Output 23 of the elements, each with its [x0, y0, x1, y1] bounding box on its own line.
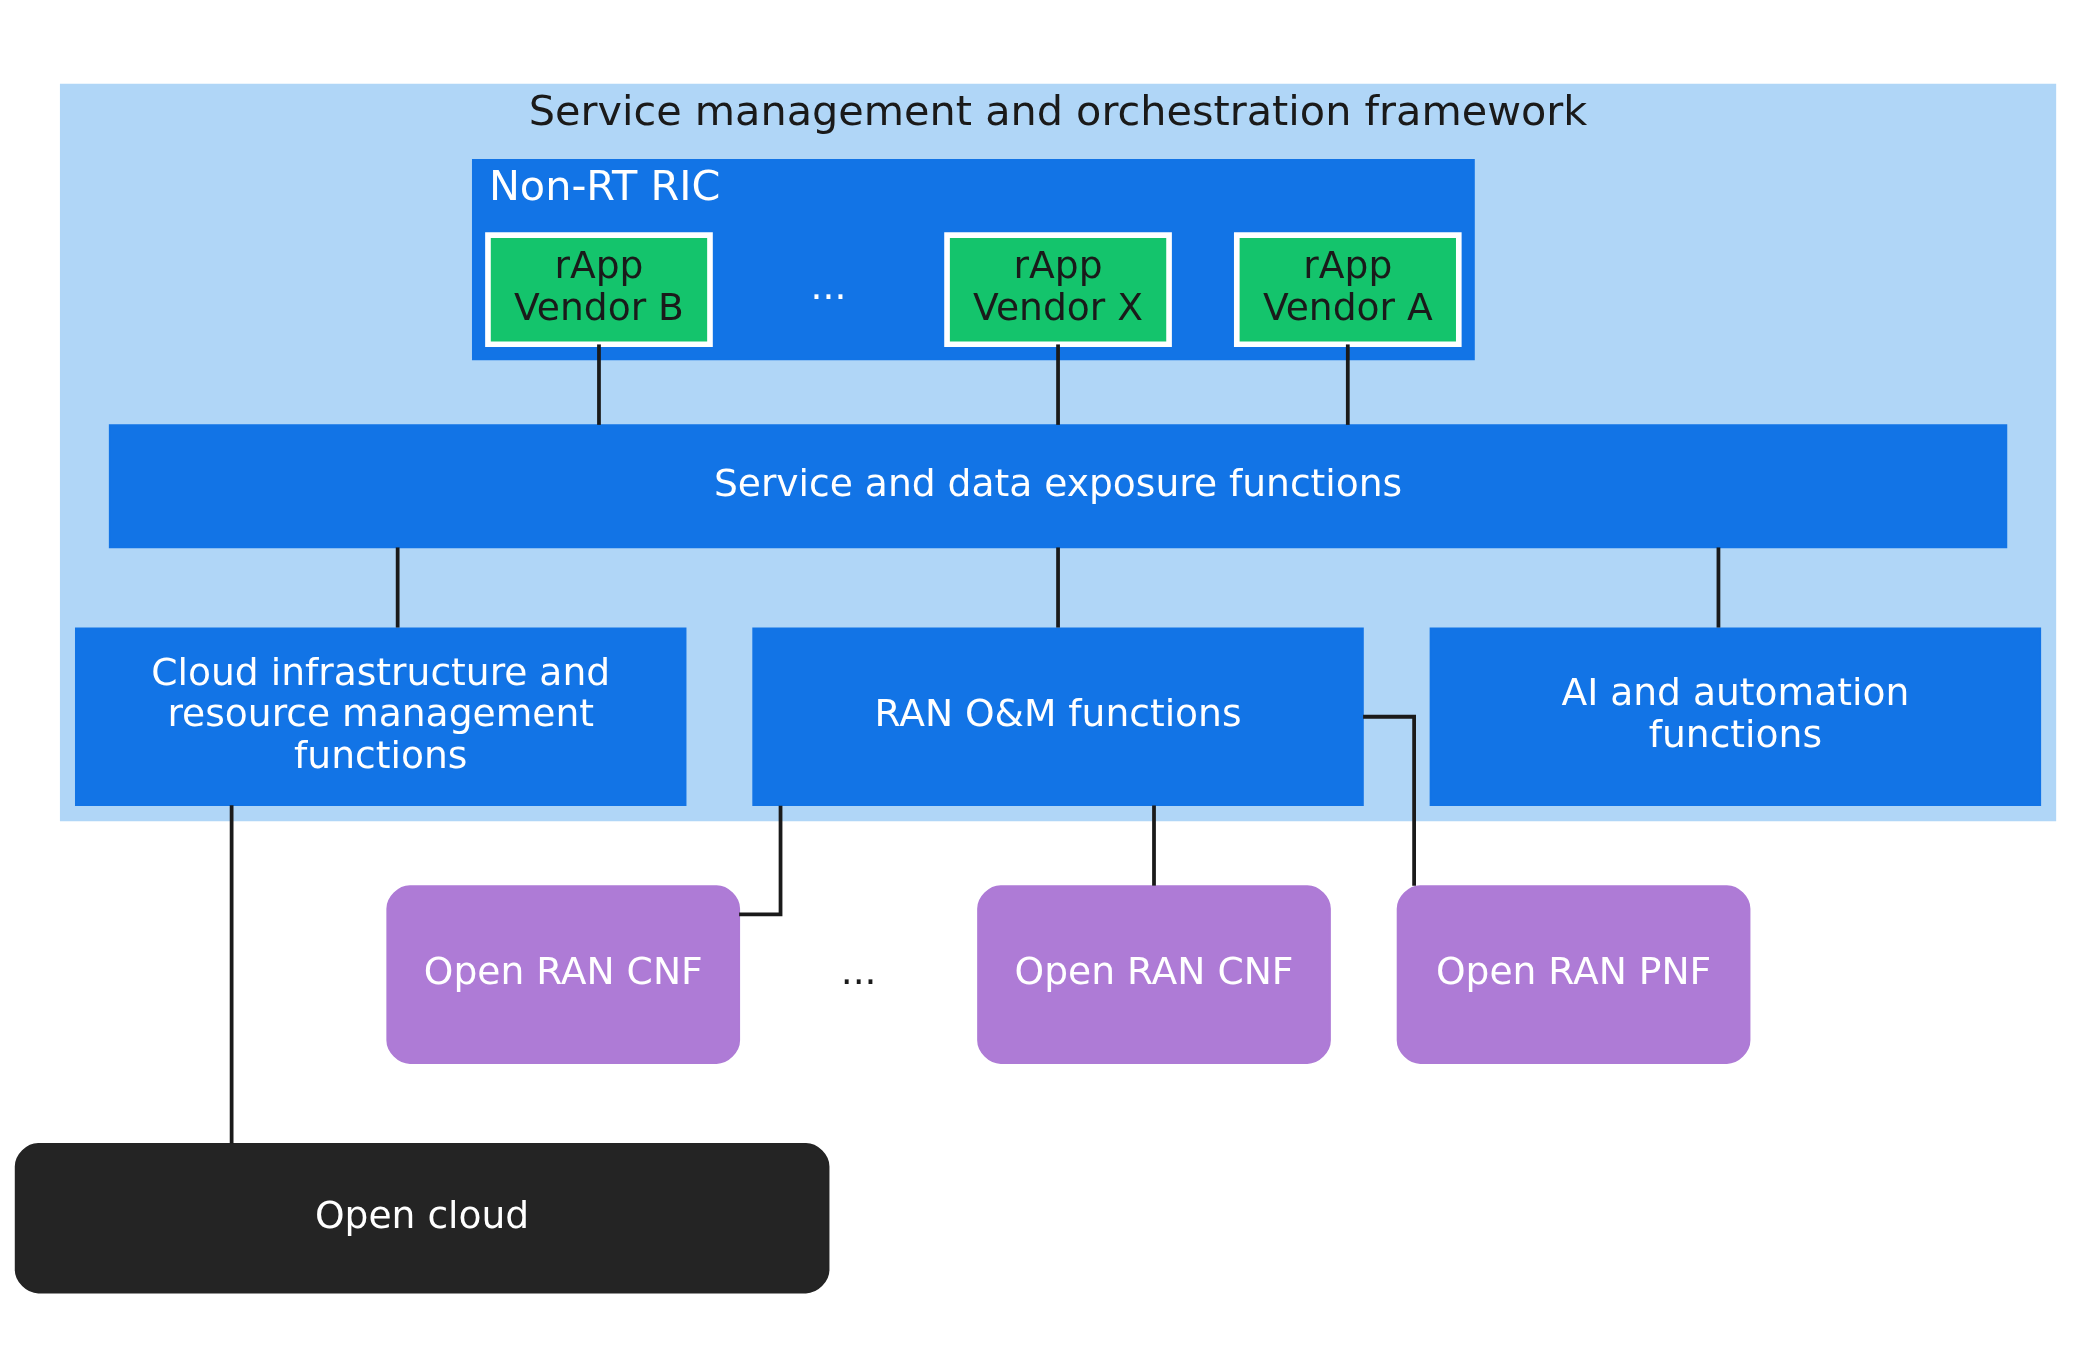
- node-box: Open RAN CNF: [386, 885, 741, 1064]
- connector: [1056, 344, 1060, 425]
- node-box: Cloud infrastructure and resource management functions: [75, 627, 687, 807]
- node-box: RAN O&M functions: [752, 627, 1364, 807]
- connector: [1363, 714, 1416, 886]
- label: ...: [810, 264, 847, 309]
- node-box: rApp Vendor A: [1233, 232, 1462, 348]
- node-box: Service and data exposure functions: [108, 424, 2008, 549]
- connector: [1152, 805, 1156, 886]
- node-box: rApp Vendor B: [485, 232, 713, 348]
- connector: [739, 805, 783, 917]
- node-box: Open cloud: [14, 1142, 830, 1294]
- connector: [1056, 547, 1060, 628]
- label: ...: [840, 948, 877, 993]
- connector: [229, 805, 234, 1144]
- connector: [597, 344, 601, 425]
- node-box: AI and automation functions: [1429, 627, 2042, 807]
- node-box: Open RAN CNF: [977, 885, 1331, 1064]
- connector: [395, 547, 400, 628]
- node-box: Open RAN PNF: [1396, 885, 1751, 1064]
- connector: [1716, 547, 1721, 628]
- connector: [1345, 344, 1350, 425]
- node-box: rApp Vendor X: [944, 232, 1172, 348]
